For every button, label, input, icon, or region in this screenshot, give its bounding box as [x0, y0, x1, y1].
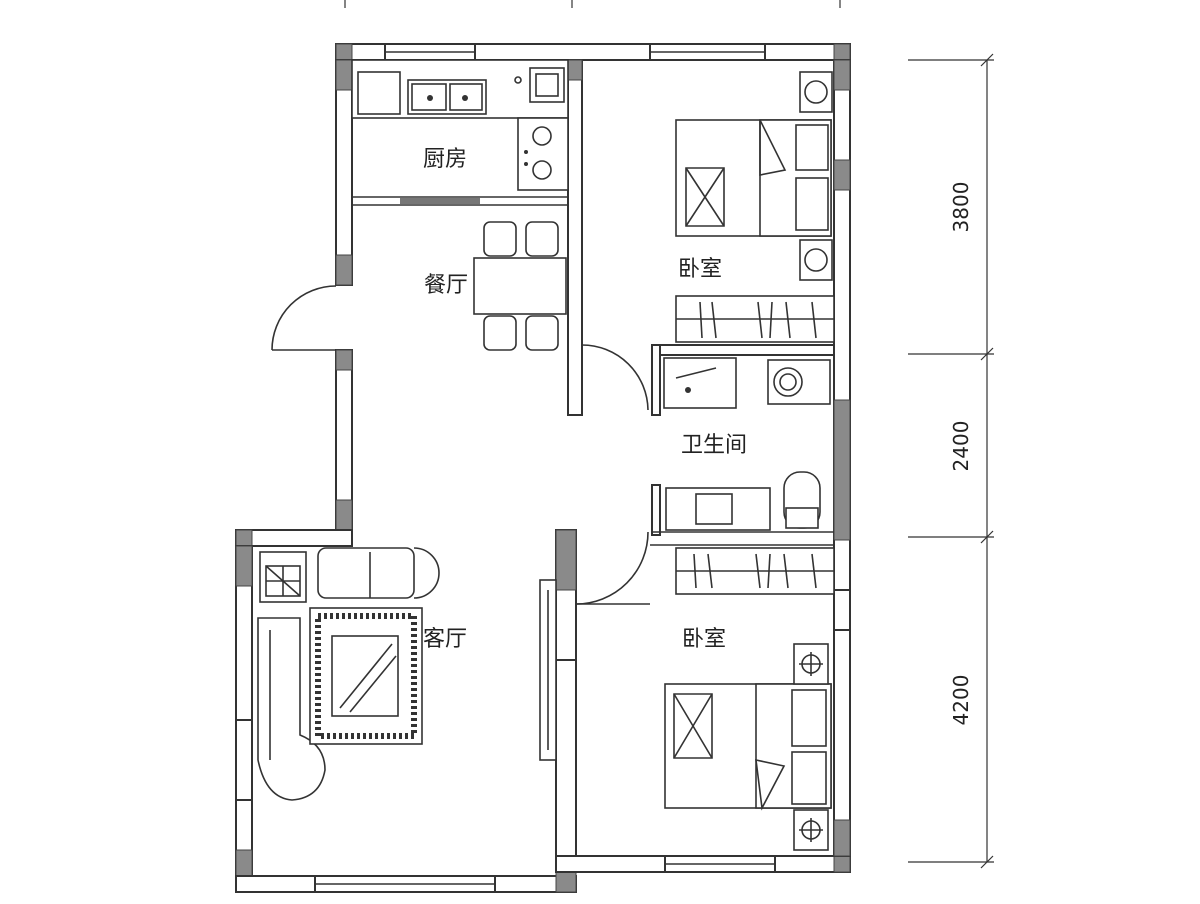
- kitchen-furniture: [351, 59, 569, 191]
- room-label-dining: 餐厅: [424, 273, 468, 298]
- doors: [271, 285, 650, 761]
- dimension-label-2400: 2400: [949, 421, 973, 472]
- dining-table: [473, 221, 567, 351]
- room-label-living: 客厅: [423, 627, 467, 652]
- room-label-bathroom: 卫生间: [681, 433, 747, 458]
- outer-walls: [235, 43, 851, 893]
- room-label-kitchen: 厨房: [423, 147, 467, 172]
- interior-walls: [352, 59, 835, 857]
- room-label-bedroom-bottom: 卧室: [682, 627, 726, 652]
- living-furniture: [257, 547, 440, 801]
- bedroom-bottom-furniture: [664, 547, 835, 851]
- dimension-label-3800: 3800: [949, 182, 973, 233]
- room-label-bedroom-top: 卧室: [678, 257, 722, 282]
- dimension-label-4200: 4200: [949, 675, 973, 726]
- bathroom-fixtures: [663, 357, 831, 531]
- dimension-lines: [908, 53, 994, 869]
- bedroom-top-furniture: [675, 71, 835, 343]
- top-dimension-stubs: [344, 0, 841, 8]
